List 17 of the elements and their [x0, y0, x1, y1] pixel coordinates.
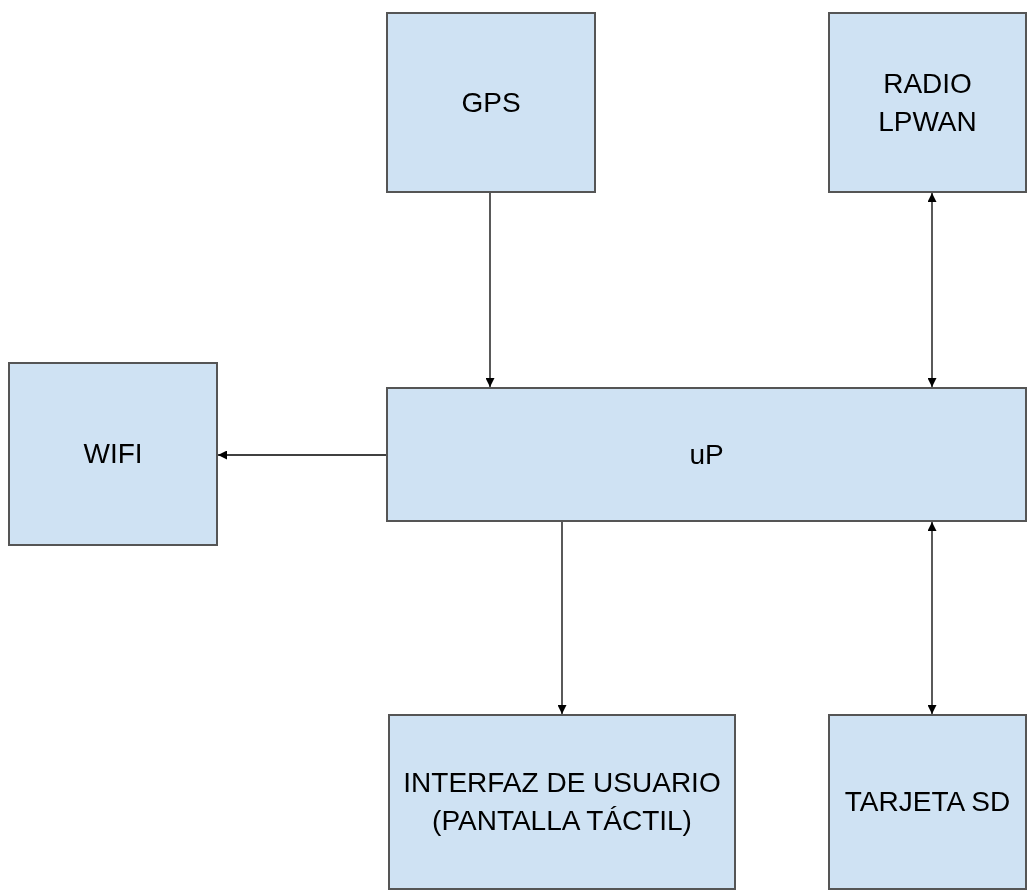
arrow — [927, 521, 937, 715]
block-label: RADIO LPWAN — [877, 66, 978, 139]
block-box — [388, 714, 736, 890]
arrow — [557, 521, 567, 715]
arrow — [217, 450, 387, 460]
block-label: uP — [689, 437, 724, 472]
block-box — [8, 362, 218, 546]
block-label: INTERFAZ DE USUARIO (PANTALLA TÁCTIL) — [402, 766, 722, 838]
block-box — [828, 12, 1027, 193]
block-label: TARJETA SD — [844, 785, 1011, 819]
arrow — [927, 192, 937, 388]
block-label: GPS — [461, 85, 521, 120]
block-box — [386, 387, 1027, 522]
block-box — [386, 12, 596, 193]
arrow — [485, 192, 495, 388]
block-label: WIFI — [83, 437, 143, 471]
block-box — [828, 714, 1027, 890]
